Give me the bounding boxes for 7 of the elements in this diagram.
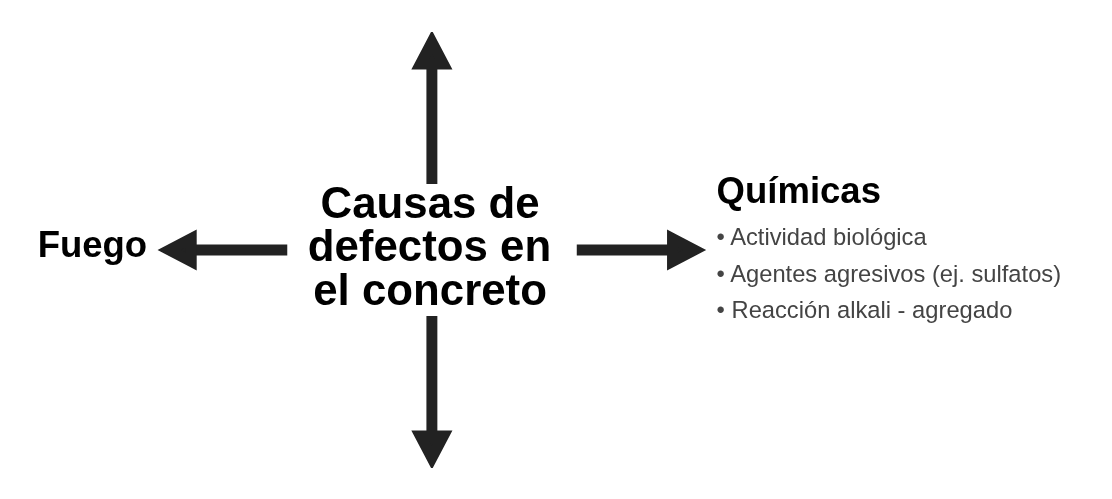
- arrow: [157, 228, 288, 271]
- node-text: Fuego: [37, 223, 148, 265]
- node-text: Causas de defectos en el concreto: [307, 177, 552, 314]
- arrow: [411, 31, 453, 184]
- arrow: [576, 228, 707, 271]
- node-text: Químicas • Actividad biológica • Agentes agresivos (ej. sulfatos) • Reacción alkali - agregado: [716, 169, 1062, 323]
- arrow: [411, 315, 453, 468]
